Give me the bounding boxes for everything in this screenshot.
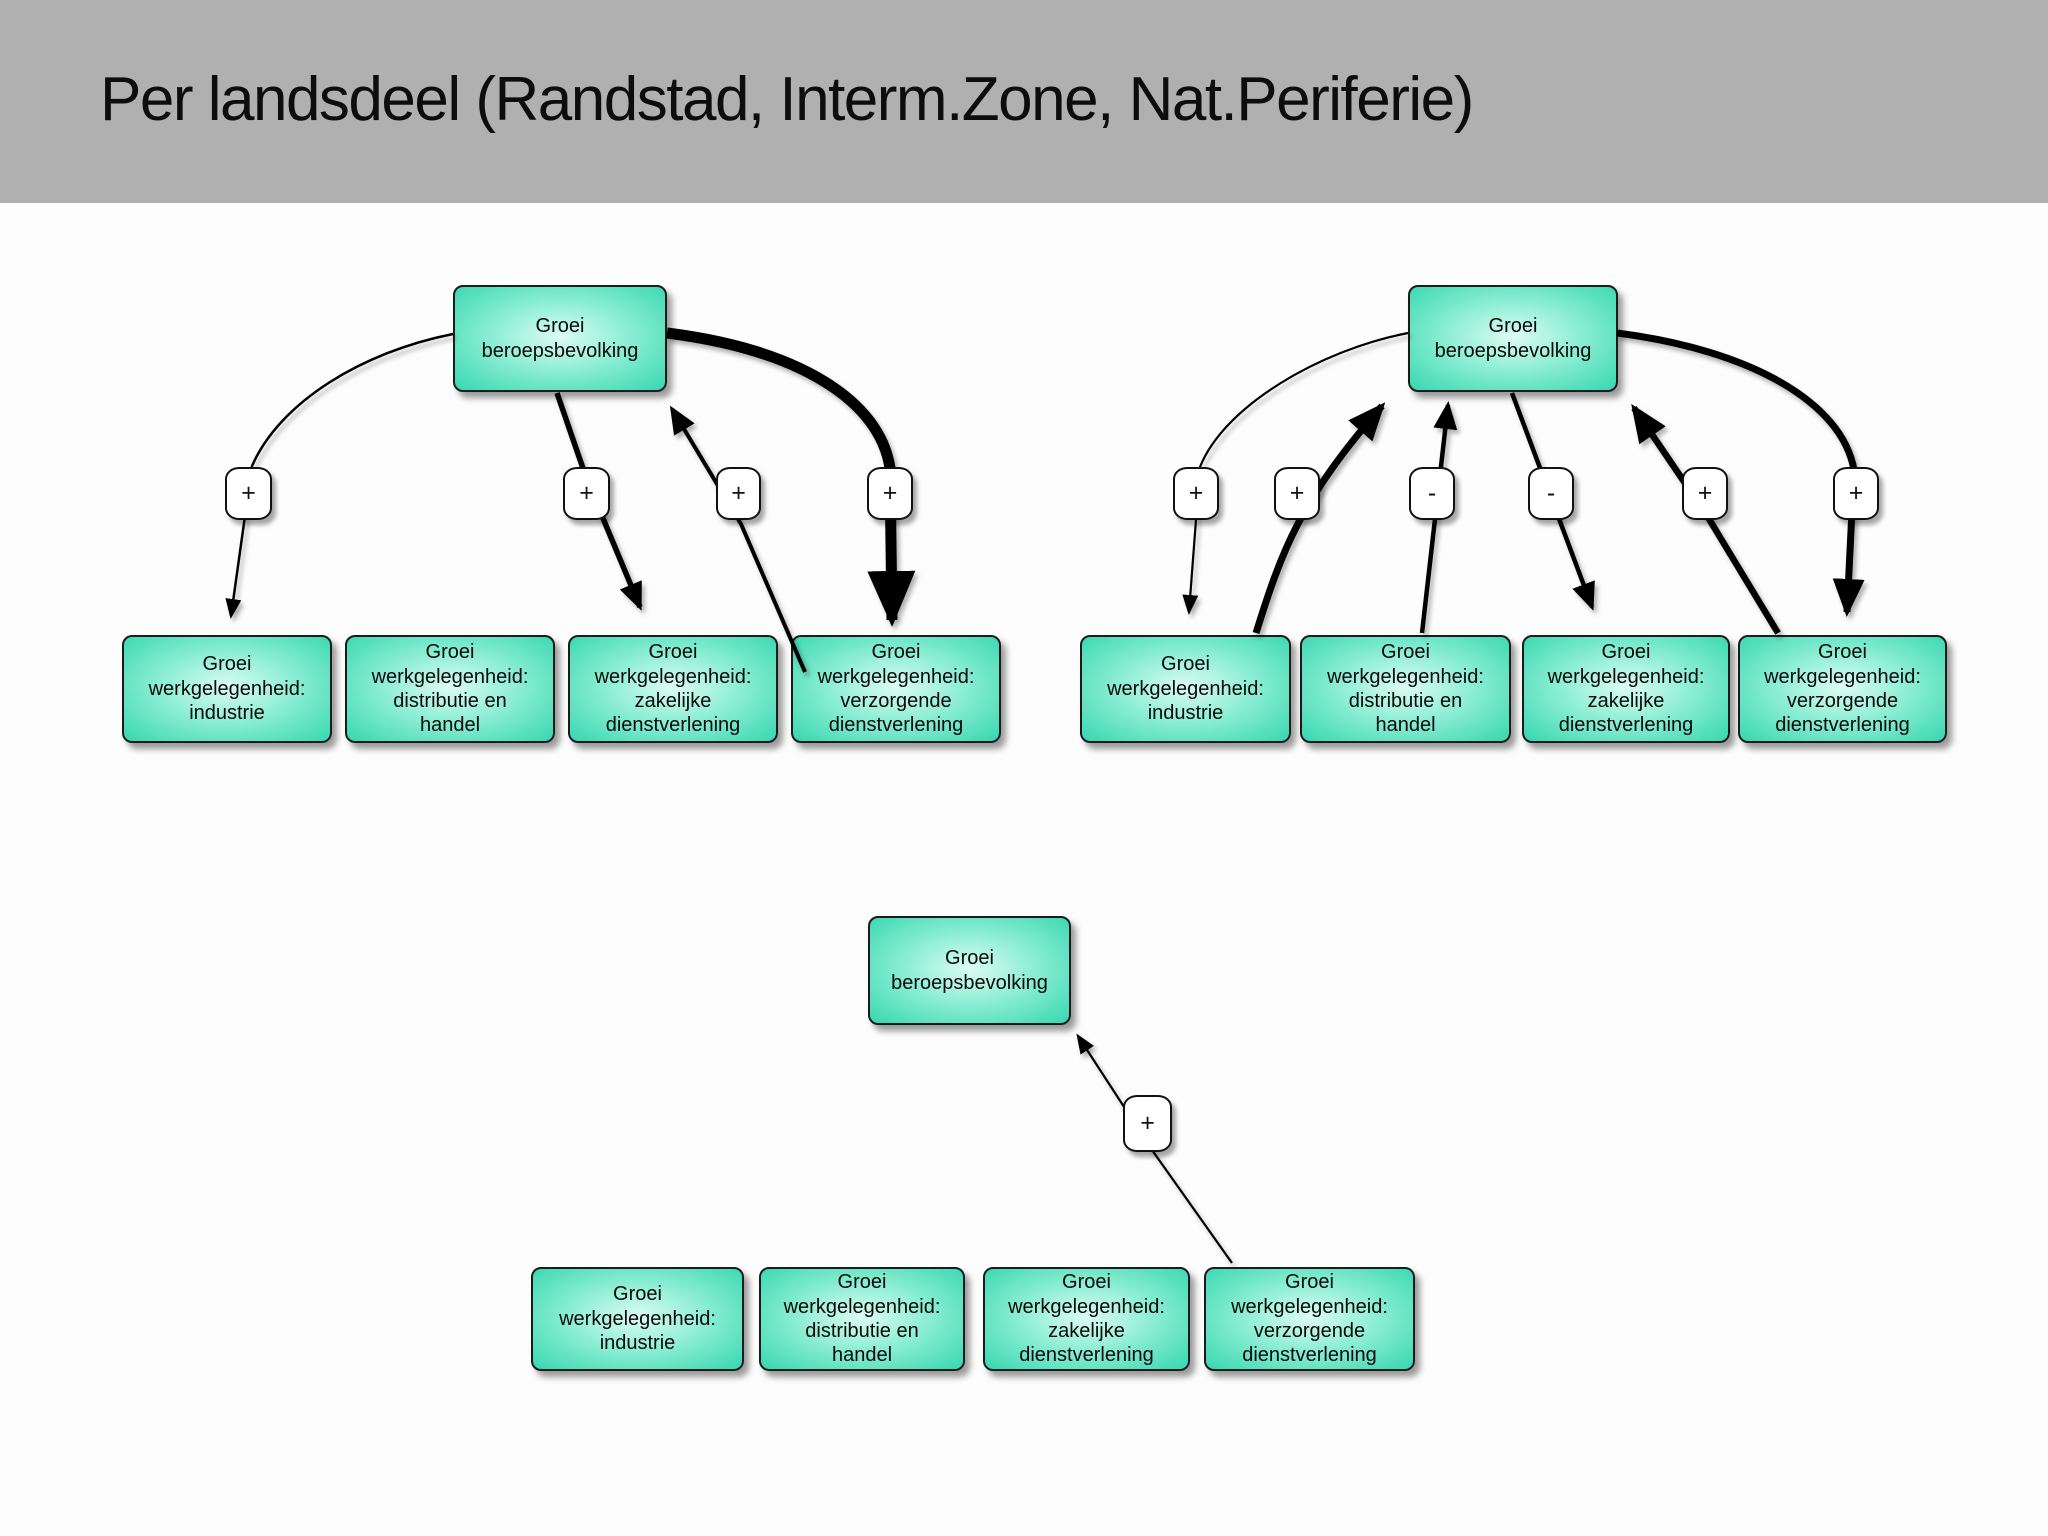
sign-label: + xyxy=(1289,479,1305,507)
polarity-sign: + xyxy=(225,467,272,520)
node-label: Groei werkgelegenheid: distributie en ha… xyxy=(783,1271,941,1367)
node-label: Groei werkgelegenheid: verzorgende diens… xyxy=(1231,1271,1388,1367)
arrow-left-verzorgende-to-top xyxy=(669,405,807,673)
arrow-right-industrie-to-top xyxy=(1252,402,1386,635)
node-label: Groei werkgelegenheid: industrie xyxy=(148,653,306,725)
polarity-sign: + xyxy=(716,467,761,520)
arrow-right-verzorgende-to-top xyxy=(1631,403,1781,635)
node-label: Groei beroepsbevolking xyxy=(891,947,1048,994)
polarity-sign: + xyxy=(563,467,610,520)
node-left-verzorgende: Groei werkgelegenheid: verzorgende diens… xyxy=(791,635,1001,743)
sign-label: + xyxy=(1697,479,1713,507)
page-title: Per landsdeel (Randstad, Interm.Zone, Na… xyxy=(100,65,1474,134)
sign-label: + xyxy=(1848,479,1864,507)
node-left-distributie: Groei werkgelegenheid: distributie en ha… xyxy=(345,635,555,743)
arrow-left-top-to-verzorgende xyxy=(666,327,916,627)
node-label: Groei werkgelegenheid: zakelijke dienstv… xyxy=(594,641,752,737)
node-label: Groei werkgelegenheid: industrie xyxy=(1107,653,1264,725)
polarity-sign: + xyxy=(1173,467,1219,520)
node-label: Groei werkgelegenheid: distributie en ha… xyxy=(371,641,529,737)
polarity-sign: + xyxy=(1833,467,1879,520)
node-bottom-industrie: Groei werkgelegenheid: industrie xyxy=(531,1267,744,1371)
polarity-sign: + xyxy=(1682,467,1728,520)
node-label: Groei beroepsbevolking xyxy=(1434,315,1592,362)
sign-label: - xyxy=(1546,479,1556,507)
node-label: Groei werkgelegenheid: verzorgende diens… xyxy=(1764,641,1921,737)
node-right-beroepsbevolking: Groei beroepsbevolking xyxy=(1408,285,1618,392)
polarity-sign: - xyxy=(1409,467,1455,520)
node-label: Groei werkgelegenheid: zakelijke dienstv… xyxy=(1008,1271,1165,1367)
node-label: Groei beroepsbevolking xyxy=(481,315,639,362)
node-bottom-distributie: Groei werkgelegenheid: distributie en ha… xyxy=(759,1267,965,1371)
sign-label: + xyxy=(731,479,746,507)
polarity-sign: + xyxy=(1123,1095,1172,1152)
polarity-sign: + xyxy=(1274,467,1320,520)
sign-label: + xyxy=(241,479,256,507)
node-right-distributie: Groei werkgelegenheid: distributie en ha… xyxy=(1300,635,1511,743)
sign-label: - xyxy=(1427,479,1437,507)
sign-label: + xyxy=(1140,1109,1155,1137)
node-right-industrie: Groei werkgelegenheid: industrie xyxy=(1080,635,1291,743)
node-bottom-zakelijke: Groei werkgelegenheid: zakelijke dienstv… xyxy=(983,1267,1190,1371)
sign-label: + xyxy=(1188,479,1204,507)
node-bottom-verzorgende: Groei werkgelegenheid: verzorgende diens… xyxy=(1204,1267,1415,1371)
node-label: Groei werkgelegenheid: zakelijke dienstv… xyxy=(1547,641,1705,737)
polarity-sign: + xyxy=(867,467,913,520)
sign-label: + xyxy=(579,479,594,507)
node-label: Groei werkgelegenheid: verzorgende diens… xyxy=(817,641,975,737)
header-bar: Per landsdeel (Randstad, Interm.Zone, Na… xyxy=(0,0,2048,203)
arrow-right-top-to-verzorgende xyxy=(1616,329,1865,617)
node-right-verzorgende: Groei werkgelegenheid: verzorgende diens… xyxy=(1738,635,1947,743)
node-label: Groei werkgelegenheid: distributie en ha… xyxy=(1327,641,1484,737)
node-left-beroepsbevolking: Groei beroepsbevolking xyxy=(453,285,667,392)
node-right-zakelijke: Groei werkgelegenheid: zakelijke dienstv… xyxy=(1522,635,1730,743)
node-left-industrie: Groei werkgelegenheid: industrie xyxy=(122,635,332,743)
polarity-sign: - xyxy=(1528,467,1574,520)
node-label: Groei werkgelegenheid: industrie xyxy=(559,1283,716,1355)
node-bottom-beroepsbevolking: Groei beroepsbevolking xyxy=(868,916,1071,1025)
sign-label: + xyxy=(882,479,898,507)
node-left-zakelijke: Groei werkgelegenheid: zakelijke dienstv… xyxy=(568,635,778,743)
